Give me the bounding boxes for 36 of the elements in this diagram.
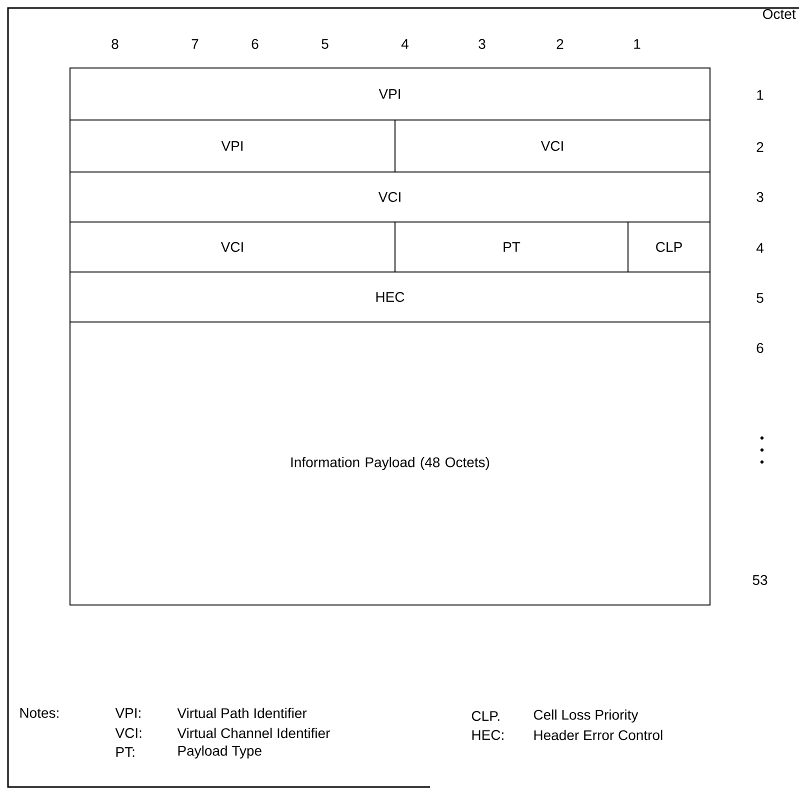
field-cell: HEC (70, 272, 710, 322)
field-cell: VCI (394, 120, 710, 172)
bit-number: 5 (322, 39, 328, 49)
abbreviation: VCI: (115, 728, 142, 738)
abbreviation: CLP. (472, 711, 500, 721)
octet-number: 1 (757, 90, 764, 100)
abbreviation: HEC: (472, 730, 504, 740)
column-heading: Octet (763, 9, 796, 19)
field-cell: VPI (70, 68, 710, 120)
abbreviation: PT: (116, 747, 134, 757)
octet-number: 53 (752, 575, 768, 585)
payload-box: Information Payload (48 Octets) (70, 322, 710, 606)
definition: Cell Loss Priority (534, 709, 638, 723)
bit-number: 2 (556, 39, 564, 49)
bit-number: 7 (192, 39, 198, 49)
field-cell: VCI (70, 172, 710, 222)
octet-number: 2 (756, 142, 764, 152)
octet-number: 6 (756, 343, 764, 353)
bit-number: 3 (478, 39, 486, 49)
field-cell: VCI (70, 222, 396, 272)
definition: Header Error Control (534, 730, 662, 740)
bit-number: 1 (634, 39, 640, 49)
abbreviation: VPI: (115, 708, 140, 718)
definition: Virtual Path Identifier (177, 708, 307, 718)
field-cell: CLP (628, 222, 710, 272)
field-cell: VPI (70, 120, 396, 172)
definition: Virtual Channel Identifier (177, 728, 330, 738)
bit-number: 6 (252, 39, 258, 49)
octet-number: 4 (756, 243, 764, 253)
definition: Payload Type (178, 745, 262, 759)
bit-number: 4 (401, 39, 408, 49)
field-cell: PT (394, 222, 628, 272)
octet-number: 3 (756, 192, 764, 202)
bit-number: 8 (112, 39, 118, 49)
notes-heading: Notes: (20, 708, 58, 718)
octet-number: 5 (756, 293, 764, 303)
